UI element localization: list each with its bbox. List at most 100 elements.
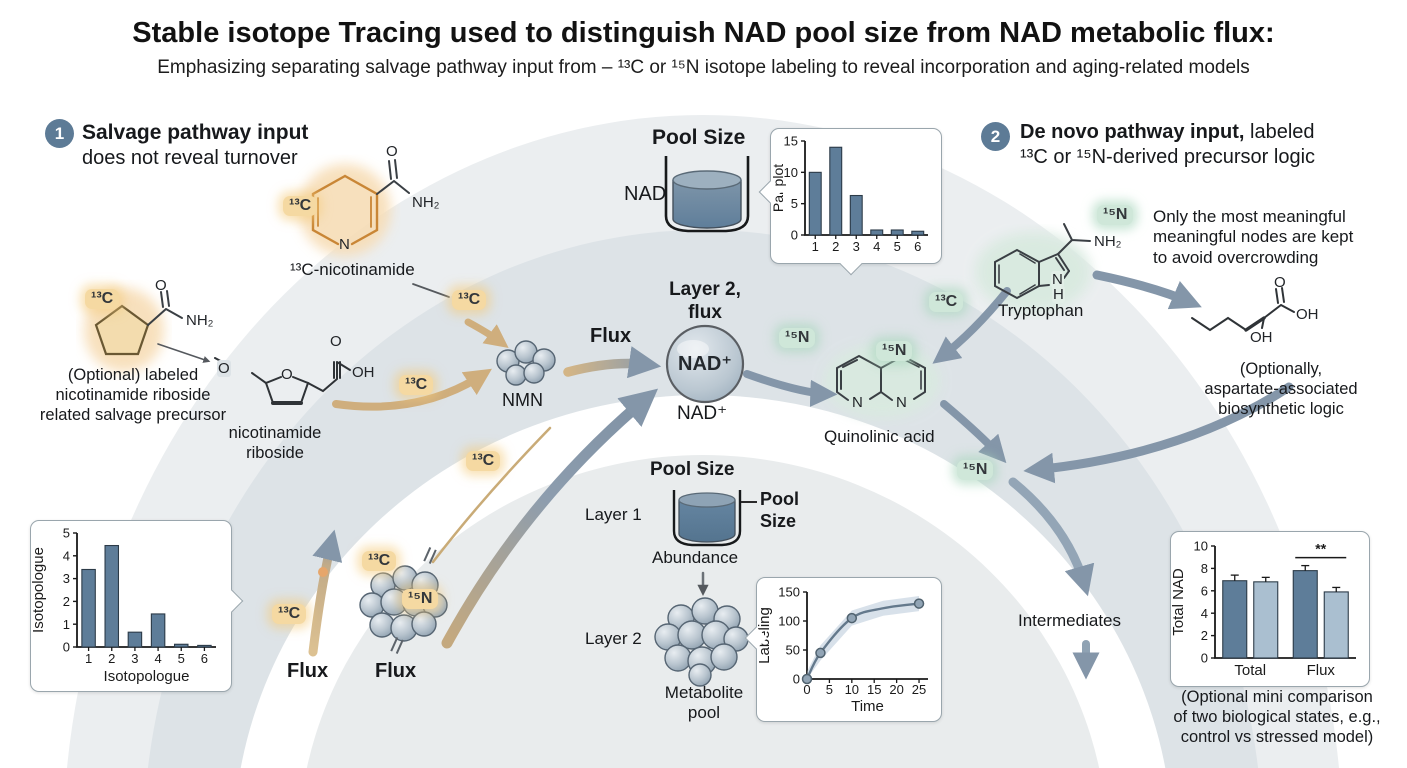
y-tick-label: 50	[786, 643, 800, 658]
bar	[829, 146, 843, 236]
bar	[81, 568, 96, 648]
atom-oh: OH	[1250, 329, 1273, 346]
y-tick-label: 100	[778, 614, 800, 629]
bar	[1292, 570, 1318, 659]
atom-nh2: NH₂	[186, 312, 214, 329]
atom-n: N	[339, 236, 350, 253]
nad-below-label: NAD⁺	[677, 403, 728, 424]
atom-o: O	[1274, 274, 1286, 291]
page-subtitle: Emphasizing separating salvage pathway i…	[157, 57, 1250, 78]
nad-sphere-label: NAD⁺	[678, 353, 732, 375]
y-tick-label: 10	[784, 165, 798, 180]
c13-badge-precursor: ¹³C	[85, 289, 120, 309]
atom-oh: OH	[352, 364, 375, 381]
flux-bottom1-label: Flux	[287, 660, 329, 682]
n15-badge-nad-arrow: ¹⁵N	[779, 328, 816, 348]
pool-size-side-label: Pool Size	[760, 489, 799, 531]
y-tick-label: 8	[1201, 561, 1208, 576]
layer2-label: Layer 2	[585, 629, 642, 648]
step-1-badge: 1	[45, 119, 74, 148]
chart-axes	[76, 533, 216, 648]
labeling-chart: 050100150LabelingTime0510152025	[756, 585, 928, 715]
x-tick-label: 0	[803, 682, 810, 697]
group-label: Flux	[1307, 662, 1336, 679]
labeling-callout: 050100150LabelingTime0510152025	[744, 577, 942, 722]
intermediates-label: Intermediates	[1018, 611, 1121, 630]
x-tick-label: 1	[812, 239, 819, 254]
denovo-title-rest: labeled	[1244, 121, 1315, 143]
atom-n: N	[852, 394, 863, 411]
x-tick-label: 2	[832, 239, 839, 254]
y-tick-label: 3	[63, 571, 70, 586]
denovo-section-title: De novo pathway input, labeled	[1020, 120, 1315, 144]
data-point	[913, 598, 925, 609]
layer2-flux-label: Layer 2, flux	[669, 279, 741, 323]
c13-badge-riboside-arrow: ¹³C	[399, 375, 434, 395]
x-tick-label: 4	[873, 239, 880, 254]
c13-badge-thin-line: ¹³C	[466, 451, 501, 471]
salvage-section-subtitle: does not reveal turnover	[82, 147, 298, 169]
bar	[1222, 580, 1248, 659]
x-tick-label: 5	[178, 651, 185, 666]
atom-o: O	[330, 333, 342, 350]
n15-badge-tryptophan: ¹⁵N	[1097, 205, 1134, 225]
bar	[104, 544, 120, 648]
x-tick-label: 3	[131, 651, 138, 666]
x-tick-label: 6	[201, 651, 208, 666]
bar	[150, 613, 166, 648]
data-point	[846, 612, 858, 624]
step-2-badge: 2	[981, 122, 1010, 151]
note-text: Only the most meaningful meaningful node…	[1153, 207, 1354, 267]
y-tick-label: 1	[63, 617, 70, 632]
nicotinamide-label: ¹³C-nicotinamide	[290, 260, 415, 279]
metabolite-pool-label: Metabolite pool	[664, 683, 744, 723]
y-tick-label: 0	[793, 672, 800, 687]
n15-badge-cluster: ¹⁵N	[402, 589, 439, 609]
y-tick-label: 0	[791, 228, 798, 243]
atom-o: O	[217, 360, 231, 377]
denovo-title-bold: De novo pathway input,	[1020, 121, 1245, 143]
bar	[890, 229, 904, 236]
bar	[1253, 581, 1279, 659]
c13-badge-flux-up: ¹³C	[272, 604, 307, 624]
x-tick-label: 1	[85, 651, 92, 666]
data-point	[801, 673, 813, 685]
y-tick-label: 150	[778, 585, 800, 600]
x-axis-label: Time	[851, 698, 884, 715]
y-axis-label: Total NAD	[1171, 568, 1187, 636]
bar	[849, 194, 863, 236]
y-tick-label: 4	[63, 548, 70, 563]
bar	[197, 644, 212, 648]
chart-axes	[804, 141, 928, 236]
atom-n: N	[896, 394, 907, 411]
x-tick-label: 5	[894, 239, 901, 254]
c13-badge-nicotinamide: ¹³C	[283, 196, 318, 216]
pool-size-mid-label: Pool Size	[650, 459, 735, 480]
confidence-band	[807, 596, 920, 679]
pool-size-connector	[741, 501, 757, 503]
c13-badge-cluster: ¹³C	[362, 551, 397, 571]
bar	[808, 171, 822, 236]
y-tick-label: 2	[63, 594, 70, 609]
atom-nh2: NH₂	[1094, 233, 1122, 250]
x-tick-label: 6	[914, 239, 921, 254]
y-tick-label: 0	[1201, 651, 1208, 666]
y-tick-label: 6	[1201, 583, 1208, 598]
atom-h: H	[1052, 286, 1065, 303]
atom-o: O	[281, 366, 293, 383]
nmn-label: NMN	[502, 390, 543, 410]
optional-precursor-label: (Optional) labeled nicotinamide riboside…	[39, 366, 227, 424]
y-tick-label: 2	[1201, 628, 1208, 643]
bar	[1323, 591, 1349, 659]
x-axis-label: Isotopologue	[104, 668, 190, 685]
x-tick-label: 20	[889, 682, 903, 697]
atom-oh: OH	[1296, 306, 1319, 323]
flux-bottom2-label: Flux	[375, 660, 417, 682]
tryptophan-label: Tryptophan	[998, 301, 1084, 320]
x-tick-label: 25	[912, 682, 926, 697]
